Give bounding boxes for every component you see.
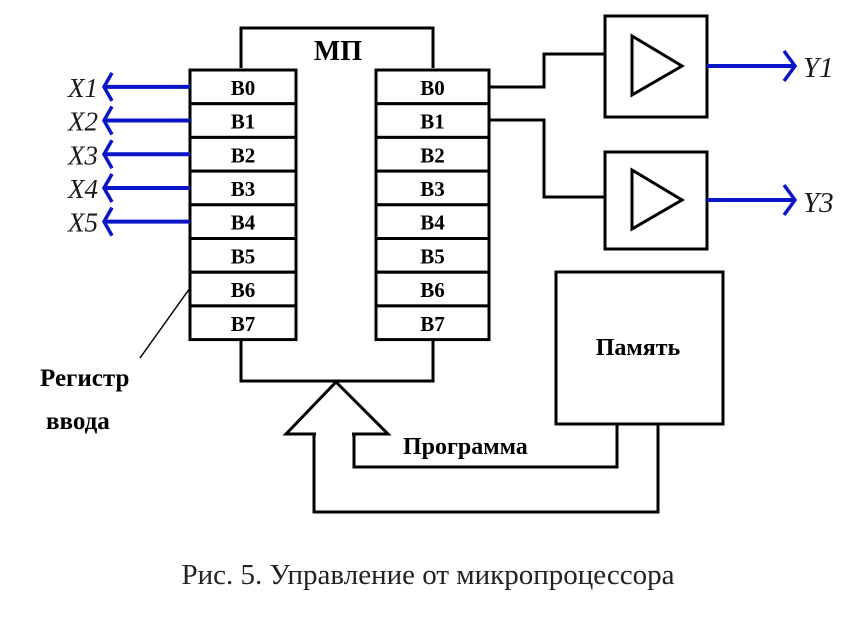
y1-label: Y1 <box>803 52 834 84</box>
out-line-b1 <box>489 118 605 199</box>
input-label-x2: X2 <box>67 107 98 137</box>
register-label-line2: ввода <box>46 408 110 435</box>
input-register-cell-label-4: B4 <box>231 211 256 235</box>
bus-bottom <box>239 340 435 383</box>
output-register-cell-label-3: B3 <box>420 177 445 201</box>
memory-box <box>554 270 725 426</box>
mp-frame <box>239 26 435 68</box>
input-label-x4: X4 <box>67 174 98 204</box>
input-register-cell-label-3: B3 <box>231 177 256 201</box>
y3-terminal-icon <box>782 183 798 217</box>
figure-caption: Рис. 5. Управление от микропроцессора <box>182 559 675 591</box>
input-register-cell-label-2: B2 <box>231 143 256 167</box>
output-register-cell-3 <box>374 169 491 207</box>
output-register-cell-label-6: B6 <box>420 278 445 302</box>
program-line-inner <box>352 424 619 469</box>
input-terminal-icon-x2 <box>101 105 114 136</box>
input-register-cell-5 <box>188 237 298 274</box>
register-pointer-line <box>139 287 191 359</box>
amplifier-2-triangle-icon <box>630 167 685 232</box>
input-register-cell-label-7: B7 <box>231 312 256 336</box>
input-terminal-icon-x5 <box>101 206 114 237</box>
input-label-x3: X3 <box>67 140 98 170</box>
arrow-gap-mask <box>316 428 352 438</box>
y1-terminal-icon <box>782 49 798 83</box>
output-register-cell-label-2: B2 <box>420 143 445 167</box>
input-register-cell-label-0: B0 <box>231 76 256 100</box>
output-register-cell-label-0: B0 <box>420 76 445 100</box>
output-register-cell-label-1: B1 <box>420 110 445 134</box>
input-label-x5: X5 <box>67 208 98 238</box>
output-register-cell-4 <box>374 203 491 241</box>
input-register-cell-label-5: B5 <box>231 244 256 268</box>
mp-label: МП <box>314 36 362 67</box>
program-line-outer <box>312 424 660 514</box>
output-register-cell-6 <box>374 270 491 308</box>
output-register-cell-label-7: B7 <box>420 312 445 336</box>
y3-label: Y3 <box>803 187 834 219</box>
output-register-cell-label-4: B4 <box>420 211 445 235</box>
out-line-b0 <box>489 52 605 89</box>
register-label-line1: Регистр <box>40 365 129 392</box>
memory-label: Память <box>596 335 681 361</box>
output-register-cell-label-5: B5 <box>420 244 445 268</box>
input-register-cell-label-1: B1 <box>231 110 256 134</box>
input-label-x1: X1 <box>67 73 98 103</box>
input-terminal-icon-x4 <box>101 173 114 203</box>
input-terminal-icon-x1 <box>101 71 114 102</box>
input-register-cell-label-6: B6 <box>231 278 256 302</box>
program-label: Программа <box>403 434 528 460</box>
amplifier-1-triangle-icon <box>630 33 685 98</box>
input-register-cell-7 <box>188 304 298 342</box>
output-register-cell-2 <box>374 135 491 173</box>
program-arrow-icon <box>282 379 392 436</box>
output-register-cell-5 <box>374 237 491 274</box>
input-terminal-icon-x3 <box>101 139 114 170</box>
output-register-cell-7 <box>374 304 491 342</box>
